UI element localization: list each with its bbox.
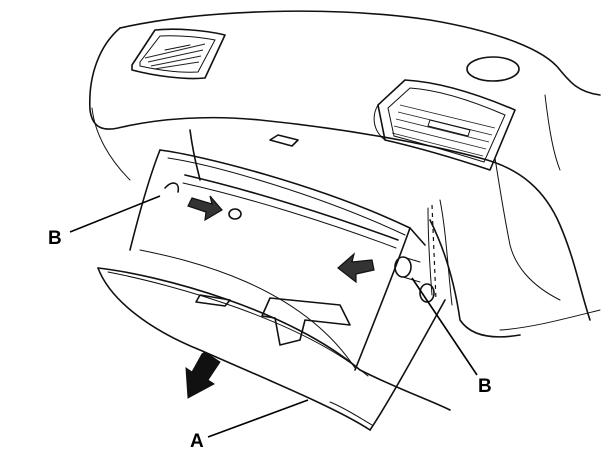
glove-box bbox=[97, 129, 453, 431]
right-air-vent bbox=[373, 79, 516, 171]
label-b-left: B bbox=[48, 228, 62, 249]
arrow-right-stop bbox=[337, 252, 375, 284]
dash-sensor bbox=[466, 56, 520, 82]
dashboard-outline bbox=[89, 10, 601, 338]
callout-lines bbox=[69, 195, 478, 438]
label-a: A bbox=[190, 431, 204, 452]
left-air-vent bbox=[131, 28, 226, 80]
label-b-right: B bbox=[478, 376, 492, 397]
dash-clip bbox=[269, 134, 299, 147]
arrow-pull-down bbox=[185, 351, 221, 399]
arrow-left-stop bbox=[187, 195, 223, 222]
